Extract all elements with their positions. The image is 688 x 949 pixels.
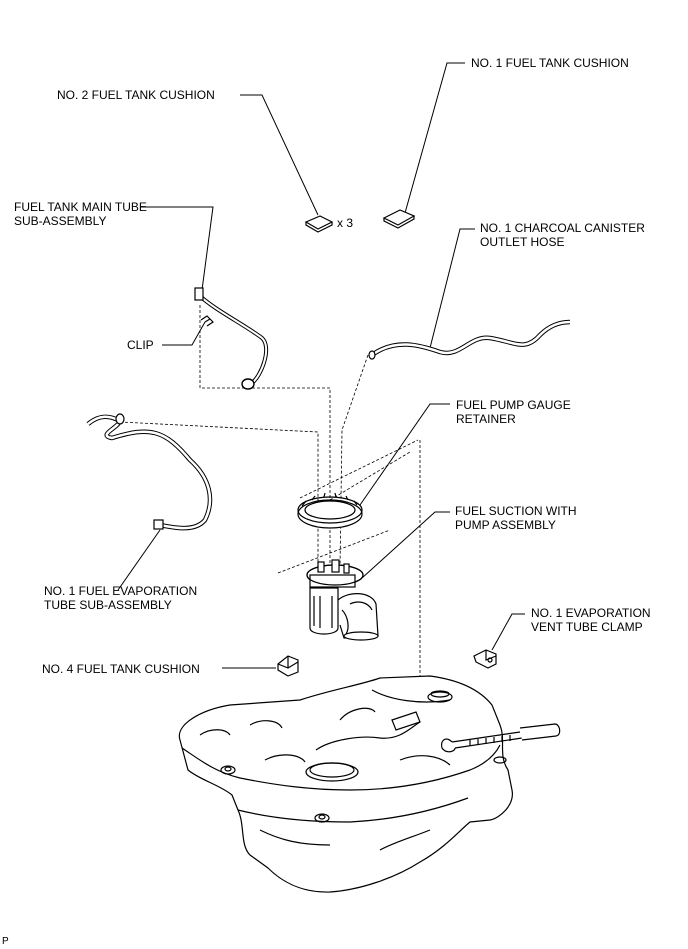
evaporation-vent-tube-clamp	[473, 649, 497, 669]
evap-clamp-label-line2: VENT TUBE CLAMP	[531, 620, 643, 634]
leader-canister-hose	[429, 228, 475, 349]
no4-fuel-tank-cushion	[277, 655, 299, 677]
leader-main-tube	[140, 206, 214, 291]
leader-retainer	[359, 403, 450, 506]
main-tube-label-line1: FUEL TANK MAIN TUBE	[14, 200, 147, 214]
evap-clamp-label-line1: NO. 1 EVAPORATION	[531, 606, 651, 620]
leader-clip	[162, 321, 206, 346]
leader-no1-cushion	[404, 62, 465, 214]
no1-cushion-label: NO. 1 FUEL TANK CUSHION	[471, 56, 629, 70]
leader-lines	[117, 62, 525, 669]
suction-label-line1: FUEL SUCTION WITH	[455, 504, 577, 518]
leader-evap-clamp	[491, 613, 525, 651]
clip-label: CLIP	[127, 338, 154, 352]
canister-hose-label-line1: NO. 1 CHARCOAL CANISTER	[480, 221, 645, 235]
no4-cushion-label: NO. 4 FUEL TANK CUSHION	[42, 662, 200, 676]
suction-label-line2: PUMP ASSEMBLY	[455, 518, 556, 532]
clip-part	[200, 315, 214, 327]
charcoal-canister-outlet-hose	[368, 319, 571, 360]
evap-tube-label-line2: TUBE SUB-ASSEMBLY	[44, 598, 172, 612]
leader-evap-tube	[117, 529, 161, 591]
no2-fuel-tank-cushion	[304, 215, 334, 233]
main-tube-label-line2: SUB-ASSEMBLY	[14, 214, 107, 228]
fuel-pump-gauge-retainer	[297, 492, 363, 529]
no1-fuel-tank-cushion	[382, 209, 416, 229]
fuel-suction-pump-assembly	[306, 559, 379, 641]
fuel-evaporation-tube	[86, 413, 213, 531]
quantity-label: x 3	[337, 216, 354, 230]
canister-hose-label-line2: OUTLET HOSE	[480, 235, 565, 249]
retainer-label-line1: FUEL PUMP GAUGE	[456, 398, 571, 412]
evap-tube-label-line1: NO. 1 FUEL EVAPORATION	[44, 584, 198, 598]
fuel-tank	[178, 675, 561, 893]
leader-no2-cushion	[240, 94, 319, 216]
corner-mark: P	[2, 936, 9, 947]
no2-cushion-label: NO. 2 FUEL TANK CUSHION	[57, 88, 215, 102]
fuel-tank-main-tube	[194, 287, 269, 390]
leader-suction	[361, 511, 450, 579]
retainer-label-line2: RETAINER	[456, 412, 516, 426]
